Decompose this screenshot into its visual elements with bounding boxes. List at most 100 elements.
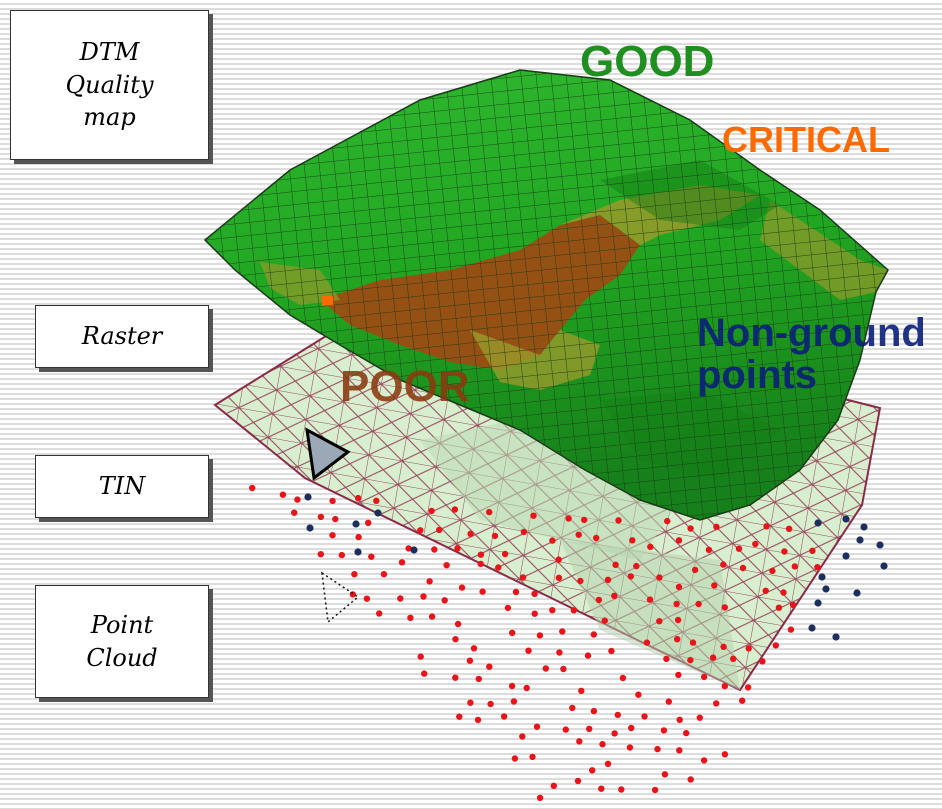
- ground-point: [675, 671, 682, 679]
- ground-point: [619, 674, 627, 682]
- ground-point: [549, 607, 556, 614]
- ground-point: [454, 620, 462, 628]
- ground-point: [398, 559, 406, 566]
- ground-point: [700, 757, 708, 764]
- ground-point: [329, 532, 336, 539]
- ground-point: [475, 675, 482, 683]
- ground-point: [781, 548, 788, 555]
- ground-point: [775, 604, 783, 611]
- ground-point: [763, 523, 770, 530]
- ground-point: [687, 776, 694, 783]
- ground-point: [569, 704, 576, 712]
- ground-point: [417, 653, 424, 660]
- ground-point: [673, 600, 680, 608]
- ground-point: [487, 700, 494, 708]
- ground-point: [744, 684, 752, 691]
- ground-point: [467, 699, 474, 706]
- ground-point: [660, 727, 668, 734]
- ground-point: [363, 595, 371, 602]
- ground-point: [664, 517, 671, 525]
- ground-point: [730, 655, 737, 662]
- ground-point: [614, 711, 621, 719]
- ground-point: [674, 636, 681, 643]
- ground-point: [635, 691, 642, 698]
- ground-point: [510, 698, 518, 705]
- ground-point: [780, 589, 787, 596]
- ground-point: [608, 647, 615, 655]
- ground-point: [508, 682, 516, 690]
- non-ground-point: [880, 562, 888, 570]
- ground-point: [713, 700, 720, 707]
- ground-point: [752, 540, 759, 548]
- ground-point: [520, 528, 528, 536]
- ground-point: [317, 513, 325, 521]
- ground-point: [467, 530, 474, 537]
- ground-point: [611, 730, 618, 737]
- ground-point: [656, 618, 663, 625]
- ground-point: [452, 674, 459, 681]
- ground-point: [500, 713, 508, 720]
- ground-point: [477, 551, 485, 558]
- non-ground-point: [860, 523, 868, 531]
- ground-point: [683, 729, 690, 737]
- point-triangle: [321, 571, 360, 624]
- ground-point: [762, 587, 769, 594]
- ground-point: [593, 534, 600, 542]
- ground-point: [531, 610, 538, 617]
- ground-point: [687, 525, 694, 532]
- ground-point: [599, 741, 606, 748]
- non-ground-point: [832, 633, 840, 641]
- ground-point: [512, 588, 520, 596]
- ground-point: [441, 597, 448, 604]
- ground-point: [491, 532, 499, 540]
- ground-point: [417, 527, 424, 534]
- ground-point: [633, 562, 640, 570]
- ground-point: [407, 614, 414, 621]
- ground-point: [611, 592, 618, 599]
- non-ground-point: [842, 515, 850, 523]
- ground-point: [519, 574, 527, 581]
- ground-point: [533, 723, 541, 730]
- ground-point: [486, 663, 493, 670]
- ground-point: [477, 560, 484, 568]
- tin-triangle: [305, 427, 351, 481]
- ground-point: [574, 777, 582, 785]
- ground-point: [562, 726, 569, 733]
- ground-point: [479, 588, 486, 595]
- ground-point: [470, 645, 478, 652]
- ground-point: [595, 596, 603, 604]
- ground-point: [584, 652, 592, 659]
- ground-point: [695, 600, 702, 608]
- ground-point: [721, 604, 728, 611]
- ground-point: [700, 673, 708, 681]
- ground-point: [431, 546, 438, 553]
- ground-point: [598, 785, 605, 792]
- ground-point: [550, 782, 557, 789]
- ground-point: [351, 571, 358, 578]
- ground-point: [466, 657, 474, 664]
- ground-point: [676, 716, 683, 723]
- ground-point: [420, 593, 427, 600]
- ground-point: [641, 713, 648, 720]
- ground-point: [454, 545, 461, 552]
- ground-point: [665, 698, 672, 705]
- ground-point: [654, 745, 661, 753]
- ground-point: [456, 713, 463, 720]
- non-ground-point: [822, 585, 830, 593]
- ground-point: [656, 574, 663, 581]
- ground-point: [511, 755, 519, 762]
- ground-point: [769, 567, 776, 575]
- ground-point: [365, 519, 372, 526]
- ground-point: [651, 786, 659, 794]
- ground-point: [279, 491, 287, 498]
- ground-point: [791, 563, 798, 570]
- ground-point: [601, 617, 608, 624]
- ground-point: [501, 550, 509, 558]
- dtm-quality-map-label: DTM Quality map: [10, 10, 209, 160]
- ground-point: [578, 687, 585, 694]
- ground-point: [590, 631, 597, 638]
- ground-point: [628, 724, 635, 732]
- ground-point: [380, 571, 388, 578]
- ground-point: [687, 656, 694, 664]
